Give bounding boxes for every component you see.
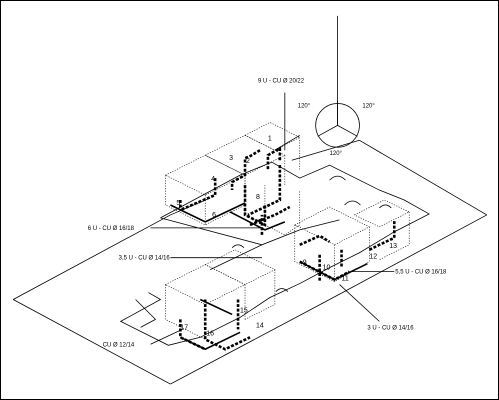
compass-angle-right: 120° [362,103,375,109]
riser-label: 9 U - CU Ø 20/22 [258,79,305,85]
callout-left-a: 6 U - CU Ø 16/18 [88,226,135,232]
unit-number: 14 [256,322,264,329]
building-outline [119,161,430,346]
unit-number: 8 [256,194,260,201]
unit-number: 6 [212,212,216,219]
unit-number: 4 [211,176,215,183]
unit-number: 10 [323,265,331,272]
riser-line [274,134,300,151]
compass-angle-bottom: 120° [330,151,343,157]
unit-number: 16 [206,330,214,337]
unit-number: 3 [229,155,233,162]
unit-number: 13 [389,243,397,250]
unit-number: 7 [258,219,262,226]
unit-number: 12 [369,254,377,261]
callout-leaders [150,227,395,345]
site-boundary [12,139,488,385]
room-volumes [164,122,410,340]
unit-number: 17 [180,324,188,331]
unit-numbers: 1 2 3 4 5 6 7 8 9 10 11 12 13 14 15 16 1… [176,135,397,337]
pipe-runs [179,146,396,351]
walls [170,202,368,351]
callout-right-b: 3 U - CU Ø 14/16 [367,325,414,331]
callout-left-b: 3,5 U - CU Ø 14/16 [119,256,171,262]
unit-number: 5 [176,200,180,207]
callout-right-a: 5,5 U - CU Ø 16/18 [395,270,447,276]
unit-number: 11 [342,276,349,283]
unit-number: 1 [268,135,272,142]
unit-number: 9 [303,260,307,267]
compass-symbol: 120° 120° 120° [298,15,375,157]
callout-bottom-left: CU Ø 12/14 [103,342,135,348]
compass-angle-left: 120° [298,103,311,109]
unit-number: 15 [240,307,248,314]
unit-number: 2 [246,158,250,165]
